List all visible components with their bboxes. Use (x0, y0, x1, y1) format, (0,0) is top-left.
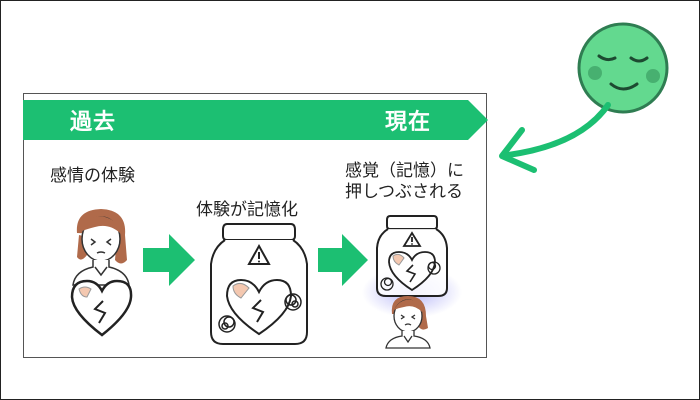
green-arrow-2-icon (318, 234, 368, 286)
jar-icon (210, 223, 308, 345)
step-1-label: 感情の体験 (50, 166, 135, 186)
warning-icon (247, 243, 271, 265)
timeline-banner (23, 100, 488, 140)
present-label: 現在 (385, 110, 432, 135)
woman-broken-heart-illustration (70, 209, 133, 337)
step-3-label-line2: 押しつぶされる (345, 182, 463, 202)
scribble-icon (218, 293, 302, 333)
smiley-face-icon (577, 22, 669, 114)
step-2-label: 体験が記憶化 (196, 200, 298, 220)
warning-icon (402, 231, 422, 247)
green-arrow-1-icon (143, 234, 195, 286)
past-label: 過去 (70, 110, 117, 135)
broken-heart-icon (70, 279, 133, 337)
broken-heart-icon (225, 278, 293, 336)
scribble-icon (380, 261, 441, 291)
step-3-label-line1: 感覚（記憶）に (345, 161, 464, 181)
jar-crushing-woman-illustration (362, 215, 462, 349)
curved-arrow-icon (499, 102, 611, 173)
